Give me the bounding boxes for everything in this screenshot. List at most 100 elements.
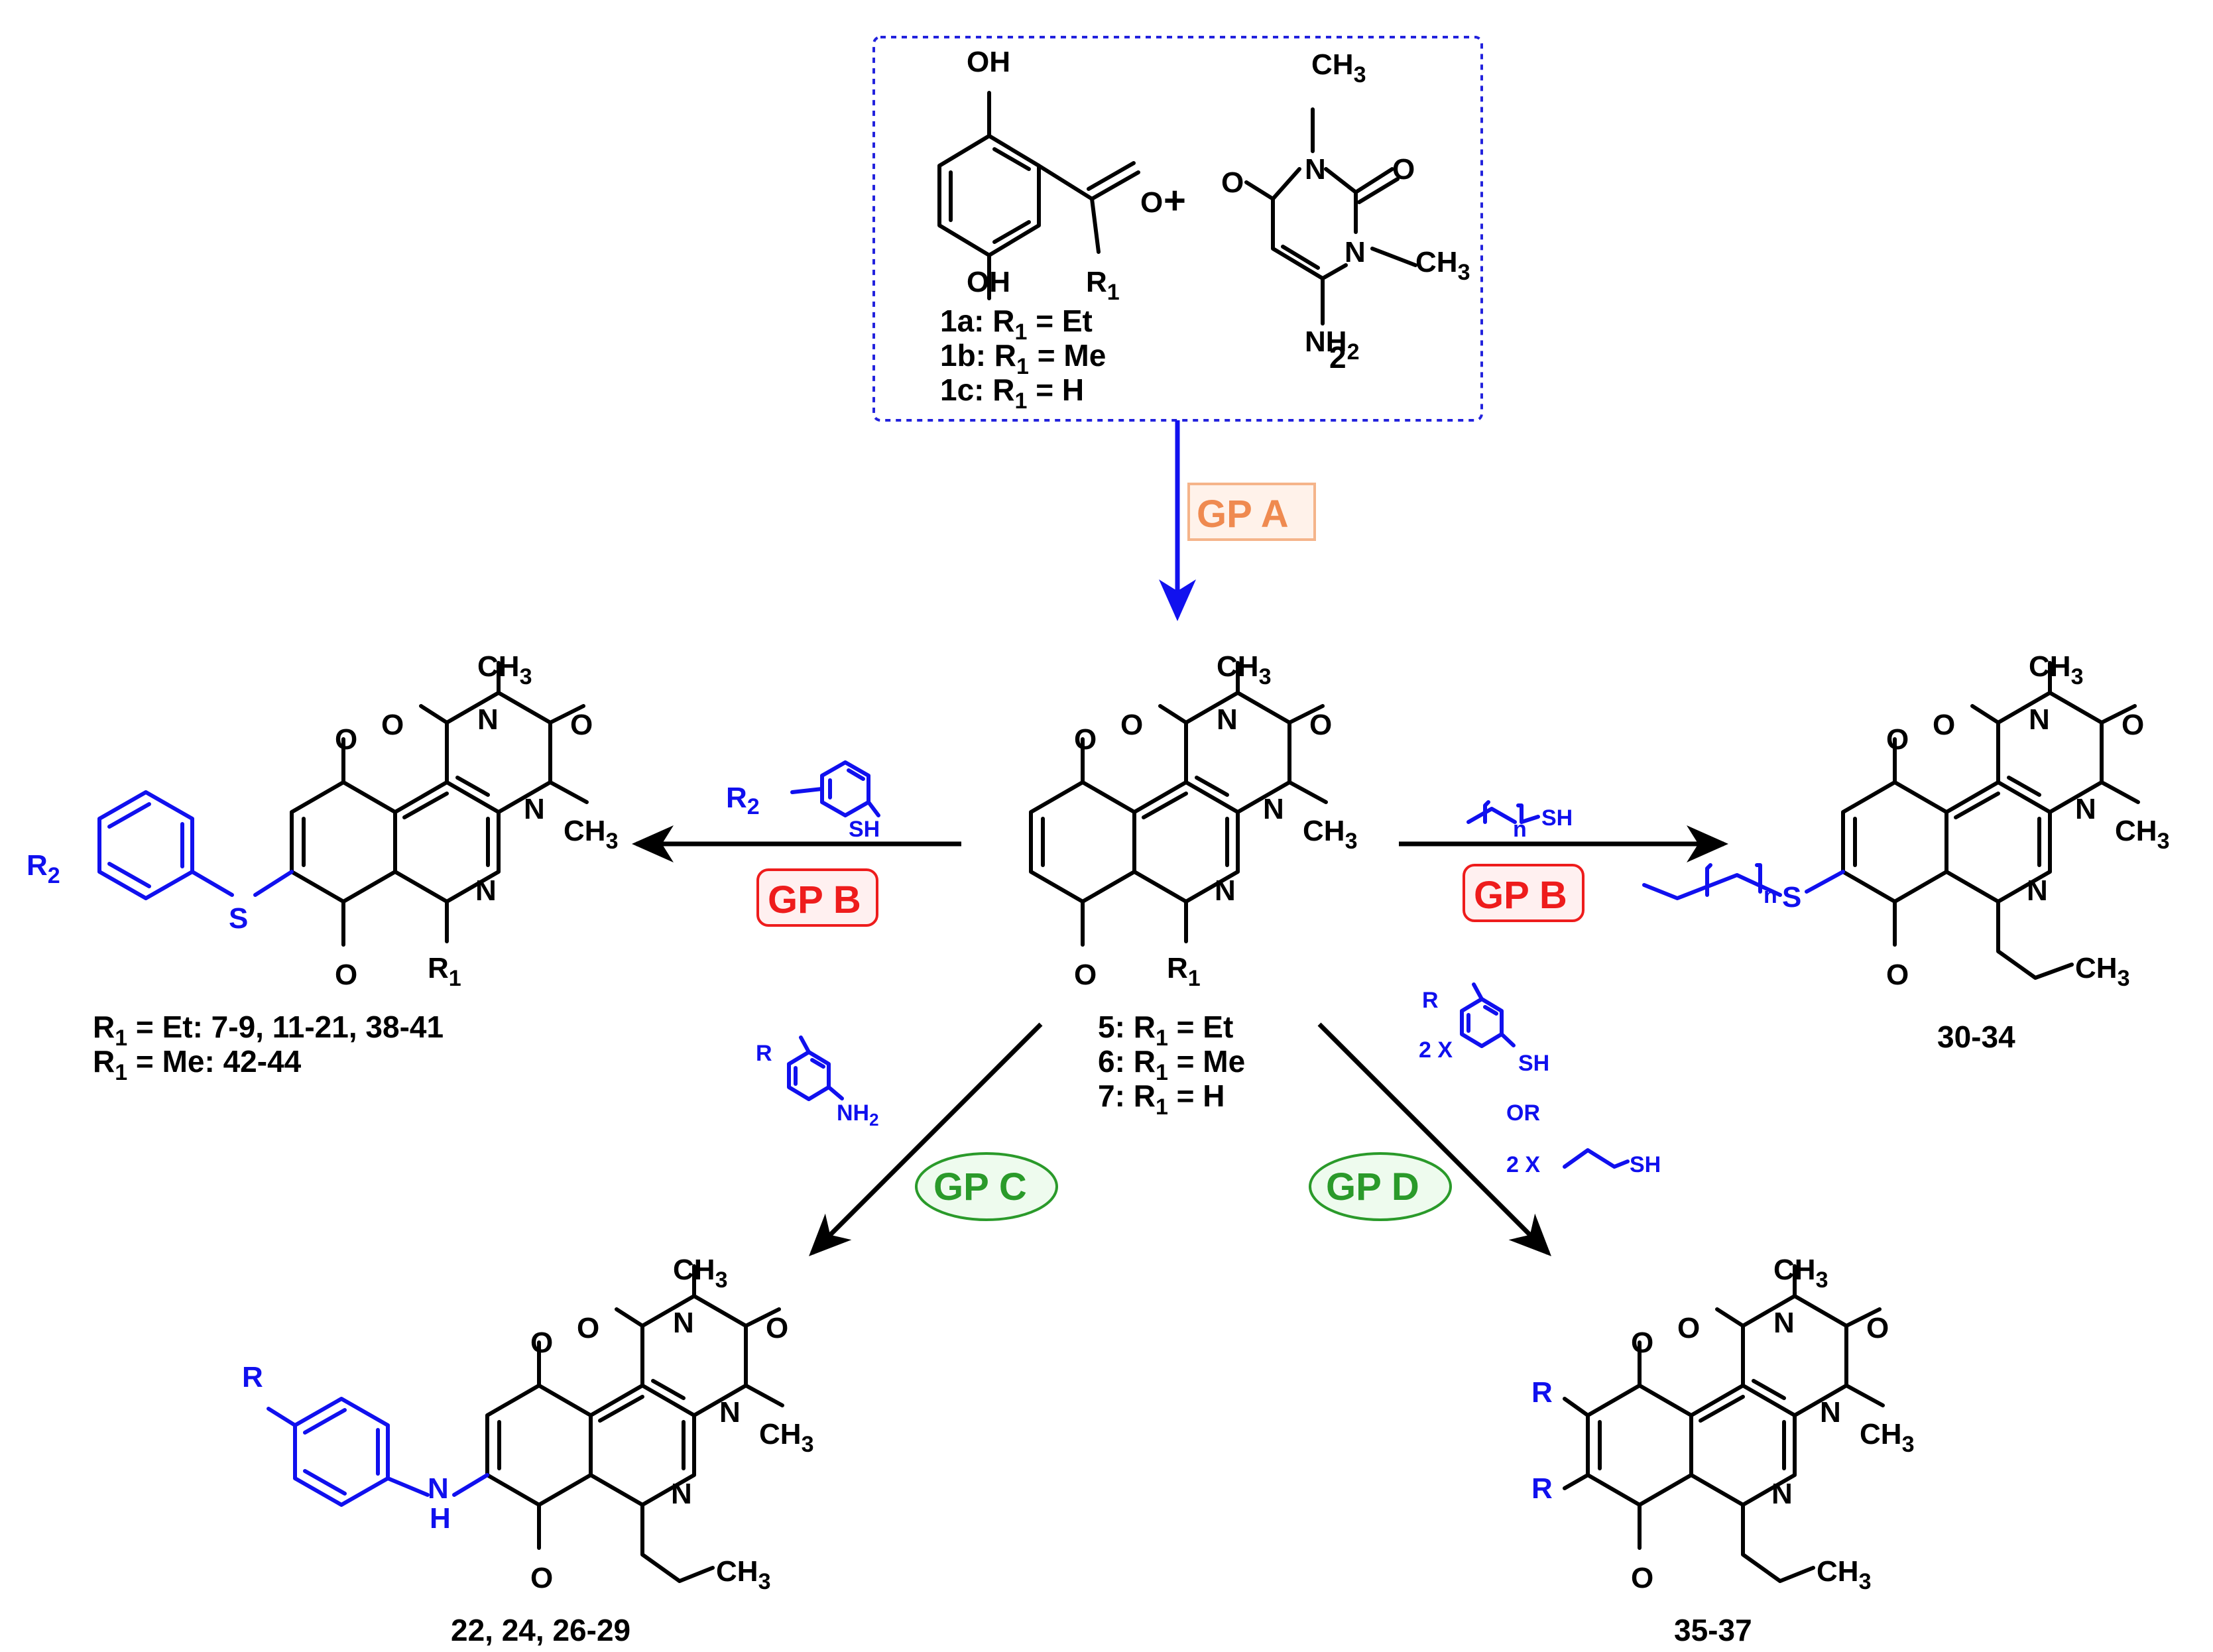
alkylthiol-reagent — [1466, 800, 1540, 824]
product-alkylthio-s: S — [1782, 881, 1801, 914]
product-arylthio-structure — [97, 661, 589, 947]
alkylthiol-n: n — [1513, 817, 1527, 842]
product-anilino-ch3-ethyl: CH3 — [716, 1555, 770, 1594]
core-o-bottom: O — [1074, 959, 1097, 991]
product-alkylthio-o-bottom: O — [1886, 959, 1909, 991]
product-disubstituted-o-amide: O — [1677, 1312, 1700, 1344]
product-alkylthio-n: n — [1764, 883, 1777, 908]
reagent-1-oh-bottom: OH — [967, 266, 1010, 298]
product-disubstituted-ch3-ethyl: CH3 — [1817, 1555, 1871, 1594]
product-arylthio-r2: R2 — [27, 849, 60, 888]
gp-d-badge: GP D — [1309, 1152, 1452, 1221]
product-anilino-h: H — [430, 1502, 451, 1535]
dithiol-alkyl-mult: 2 X — [1506, 1152, 1540, 1177]
aniline-nh2: NH2 — [837, 1100, 879, 1130]
gp-b-left-badge: GP B — [756, 868, 878, 927]
arylthiol-sh: SH — [849, 817, 880, 842]
product-disubstituted-structure — [1563, 1264, 1885, 1583]
alkylthiol-sh: SH — [1541, 805, 1573, 831]
gp-b-right-badge: GP B — [1463, 864, 1585, 922]
core-ch3-right: CH3 — [1303, 815, 1357, 854]
reagent-2-n1: N — [1345, 236, 1366, 268]
product-anilino-r: R — [242, 1361, 263, 1393]
svg-text:R1 = Et: 7-9, 11-21, 38-41: R1 = Et: 7-9, 11-21, 38-41 — [93, 1010, 444, 1051]
svg-text:GP B: GP B — [768, 878, 861, 921]
variant-5: 5: R1 = Et — [1098, 1010, 1233, 1051]
reagent-2-label: 2 — [1329, 340, 1346, 375]
gp-d-arrow — [1317, 1022, 1551, 1256]
svg-text:GP A: GP A — [1197, 493, 1289, 536]
reagent-1-r1: R1 — [1086, 266, 1120, 305]
product-alkylthio-n1: N — [2075, 793, 2096, 825]
product-anilino-n1: N — [719, 1396, 741, 1429]
reagent-2-n3: N — [1305, 153, 1326, 186]
core-o-urea: O — [1309, 709, 1332, 741]
core-o-amide: O — [1120, 709, 1143, 741]
reagent-box — [872, 36, 1483, 422]
product-disubstituted-ch3-right: CH3 — [1860, 1418, 1914, 1457]
or-text: OR — [1506, 1100, 1540, 1126]
product-arylthio-n3: N — [477, 703, 499, 736]
reagent-2-structure — [1244, 107, 1417, 325]
arylthiol-r2: R2 — [726, 782, 760, 819]
product-alkylthio-label: 30-34 — [1937, 1020, 2015, 1054]
product-arylthio-s: S — [229, 902, 248, 935]
product-alkylthio-o-top: O — [1886, 723, 1909, 756]
variant-1a: 1a: R1 = Et — [940, 304, 1093, 345]
product-disubstituted-o-top: O — [1631, 1327, 1653, 1359]
variant-1c: 1c: R1 = H — [940, 373, 1084, 414]
product-alkylthio-ch3-top: CH3 — [2029, 650, 2083, 689]
core-o-top: O — [1074, 723, 1097, 756]
product-disubstituted-n-pyridine: N — [1771, 1478, 1793, 1510]
dithiol-aryl-reagent — [1460, 982, 1516, 1048]
svg-text:GP D: GP D — [1326, 1165, 1419, 1209]
product-anilino-o-urea: O — [766, 1312, 788, 1344]
variant-6: 6: R1 = Me — [1098, 1044, 1245, 1085]
dithiol-aryl-mult: 2 X — [1419, 1037, 1453, 1063]
product-anilino-ch3-top: CH3 — [673, 1254, 727, 1293]
product-alkylthio-o-urea: O — [2122, 709, 2144, 741]
product-arylthio-o-urea: O — [570, 709, 593, 741]
product-anilino-o-top: O — [530, 1327, 553, 1359]
core-ch3-top: CH3 — [1217, 650, 1271, 689]
reagent-1-carbonyl-o: O — [1140, 186, 1163, 219]
gp-c-badge: GP C — [915, 1152, 1058, 1221]
product-disubstituted-r-top: R — [1531, 1376, 1553, 1409]
svg-text:R1 = Me: 42-44: R1 = Me: 42-44 — [93, 1044, 302, 1085]
product-alkylthio-structure — [1642, 661, 2140, 980]
reagent-2-ch3-top: CH3 — [1311, 48, 1366, 88]
product-alkylthio-ch3-right: CH3 — [2115, 815, 2169, 854]
core-n-pyridine: N — [1215, 874, 1236, 907]
product-anilino-n3: N — [673, 1307, 694, 1339]
product-anilino-o-amide: O — [577, 1312, 599, 1344]
reagent-2-o-right: O — [1392, 153, 1415, 186]
variant-7: 7: R1 = H — [1098, 1079, 1225, 1120]
gp-a-badge: GP A — [1187, 483, 1316, 541]
product-alkylthio-n-pyridine: N — [2027, 874, 2048, 907]
product-alkylthio-o-amide: O — [1933, 709, 1955, 741]
product-arylthio-ch3-top: CH3 — [477, 650, 532, 689]
product-arylthio-n-pyridine: N — [475, 874, 497, 907]
plus-sign: + — [1164, 179, 1186, 222]
core-structure — [1031, 661, 1328, 947]
gp-c-arrow — [809, 1022, 1043, 1256]
product-disubstituted-n1: N — [1820, 1396, 1841, 1429]
product-anilino-n: N — [428, 1472, 449, 1505]
product-alkylthio-n3: N — [2029, 703, 2050, 736]
product-alkylthio-ch3-ethyl: CH3 — [2075, 952, 2129, 991]
reagent-1-oh-top: OH — [967, 46, 1010, 78]
product-arylthio-labels: R1 = Et: 7-9, 11-21, 38-41 R1 = Me: 42-4… — [93, 1010, 444, 1085]
product-anilino-structure — [267, 1264, 784, 1583]
product-disubstituted-o-bottom: O — [1631, 1562, 1653, 1594]
aniline-reagent — [787, 1035, 844, 1101]
product-arylthio-r1: R1 — [428, 952, 461, 991]
core-n1: N — [1263, 793, 1284, 825]
svg-text:GP B: GP B — [1474, 874, 1567, 917]
product-arylthio-o-bottom: O — [335, 959, 357, 991]
aniline-r: R — [756, 1041, 772, 1066]
product-disubstituted-r-bottom: R — [1531, 1472, 1553, 1505]
arylthiol-reagent — [790, 760, 880, 817]
reagent-1-variants: 1a: R1 = Et 1b: R1 = Me 1c: R1 = H — [940, 304, 1106, 414]
product-arylthio-ch3-right: CH3 — [564, 815, 618, 854]
